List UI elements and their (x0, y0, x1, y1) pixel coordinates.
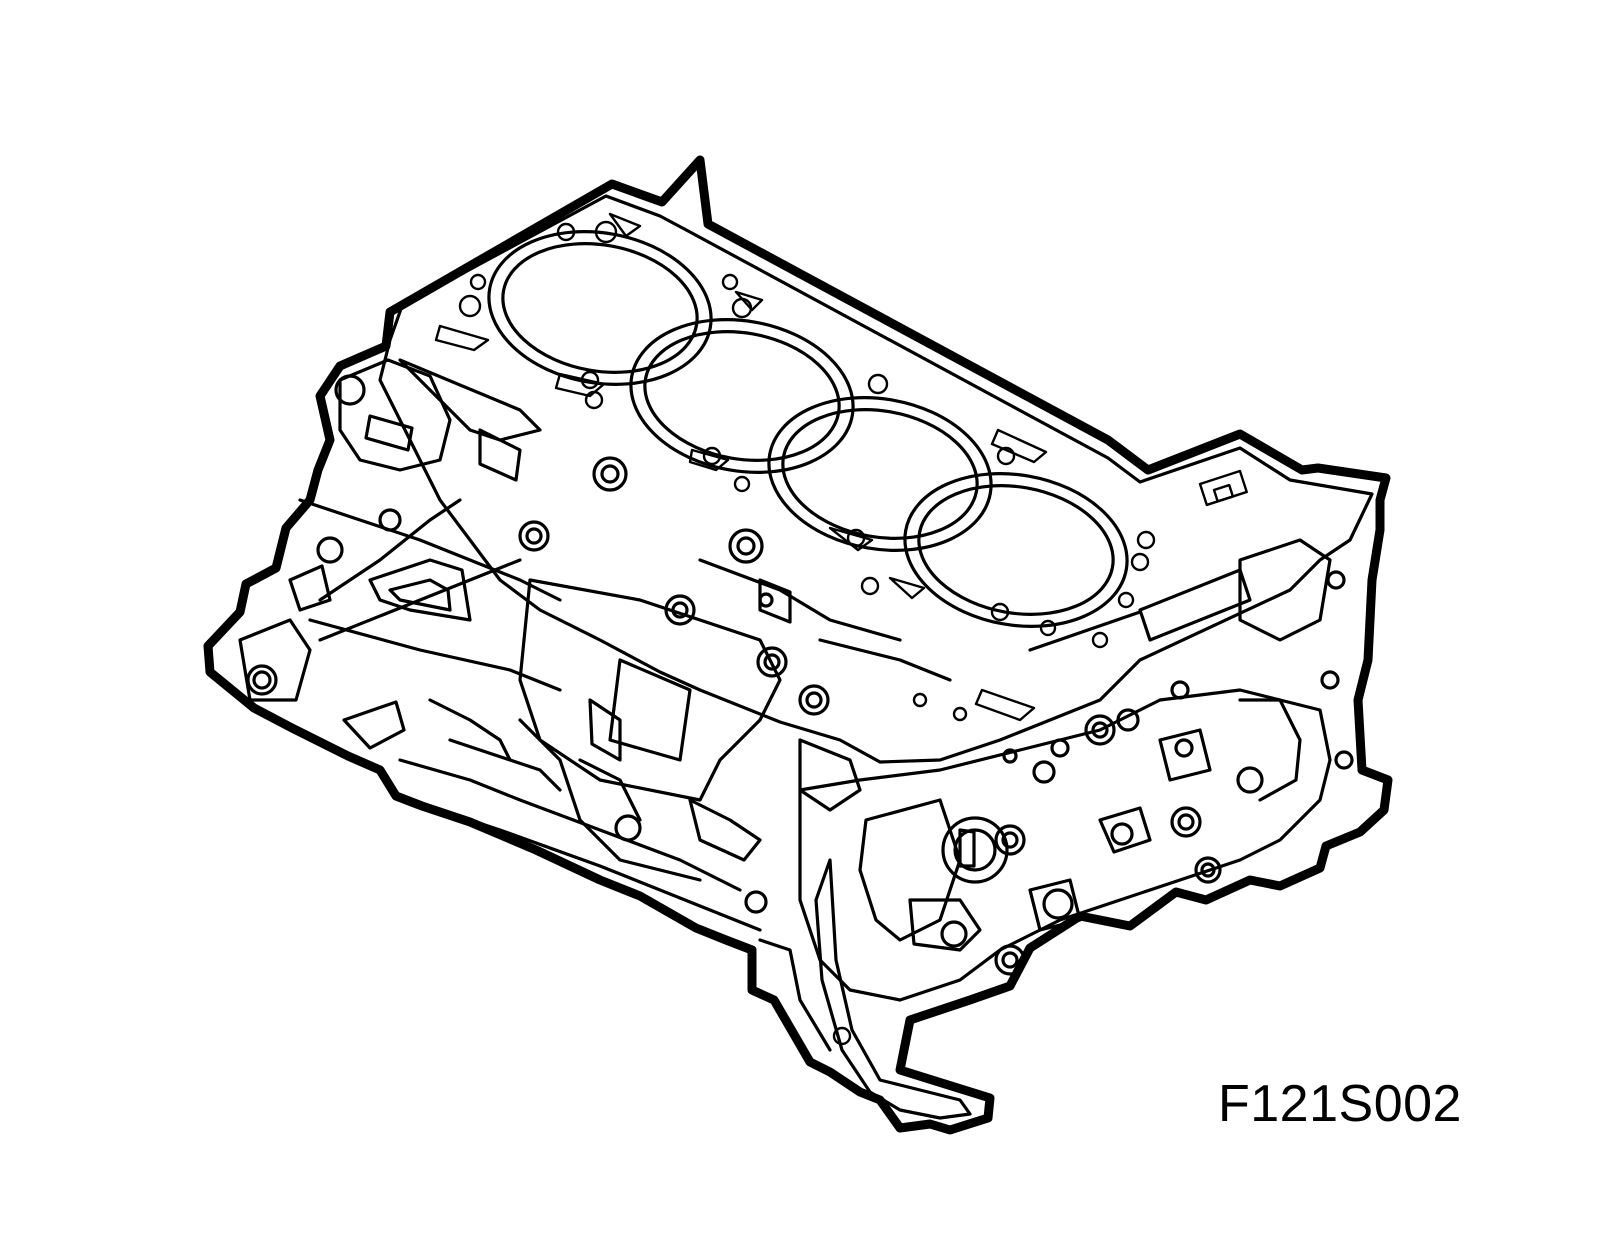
crankcase-lower-rails (408, 798, 832, 1052)
cylinder-bore-2 (629, 318, 855, 474)
side-wall-ribs (238, 498, 742, 892)
dipstick-tube-bracket-hole (832, 1026, 852, 1046)
cylinder-bore-1 (487, 230, 713, 386)
figure-code: F121S002 (1218, 1075, 1462, 1133)
cylinder-bores (487, 230, 1129, 628)
front-flange (334, 358, 792, 624)
starter-mount-area (518, 558, 952, 914)
cylinder-bore-4 (903, 472, 1129, 628)
dipstick-tube (814, 858, 972, 1120)
cylinder-bore-3 (767, 396, 993, 552)
coolant-passages (434, 212, 1248, 722)
block-outer-silhouette (203, 155, 1393, 1135)
deck-surface-outline (378, 194, 1374, 764)
rear-end-face (798, 538, 1354, 1002)
